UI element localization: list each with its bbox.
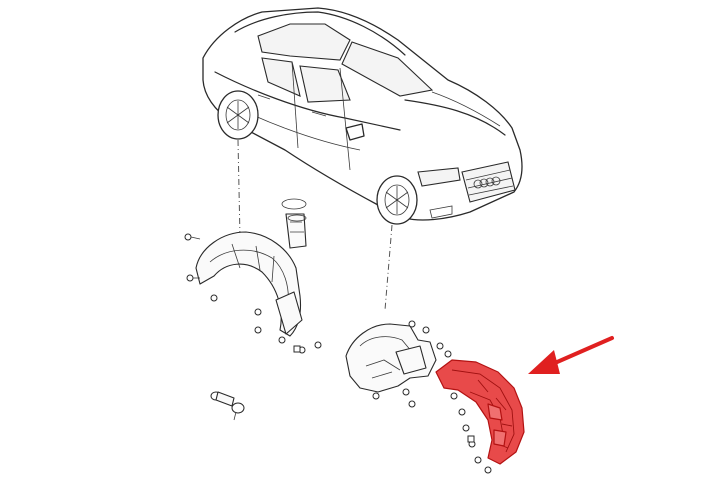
front-wheel-connector-line [384,224,393,311]
wheel-arch-liner-icon [435,359,525,465]
rear-wheel-connector-line [237,139,241,239]
screw-icon [184,233,322,354]
bolt-icon [210,391,245,421]
car-outline-icon [202,7,523,225]
screw-icon [372,320,452,408]
rear-wheel-arch-liner [195,231,303,337]
front-wheel-arch-liner [345,323,437,393]
screw-icon [450,392,492,474]
clip-icon [281,198,307,249]
pointer-arrow-icon [528,336,614,374]
